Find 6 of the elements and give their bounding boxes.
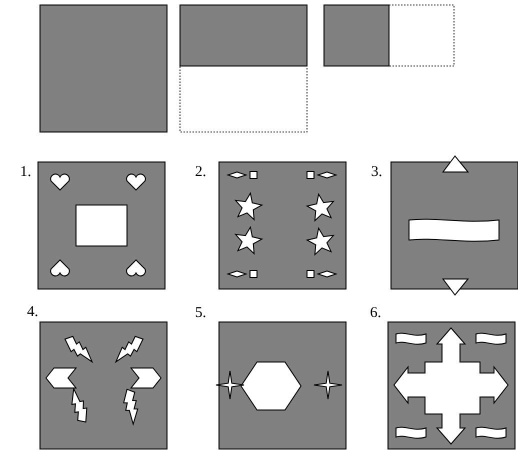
- option-number: 5.: [195, 306, 206, 321]
- option-number: 3.: [371, 165, 382, 180]
- option-number: 6.: [370, 306, 382, 321]
- option-number: 1.: [20, 165, 32, 180]
- option-number: 2.: [195, 165, 206, 180]
- option-number: 4.: [27, 305, 38, 320]
